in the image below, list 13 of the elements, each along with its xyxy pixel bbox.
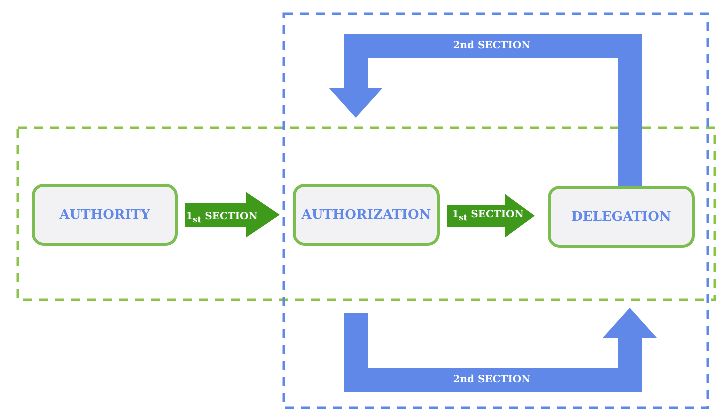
process-box (548, 186, 695, 248)
edge-label: 2nd SECTION (453, 40, 531, 52)
node-label: AUTHORITY (60, 208, 150, 222)
arrow (447, 194, 535, 238)
node-label: DELEGATION (572, 210, 672, 224)
edge-label: 2nd SECTION (453, 374, 531, 386)
node-label: AUTHORIZATION (302, 208, 432, 222)
edge-label: 1$_{st}$ SECTION (452, 210, 524, 222)
arrow (329, 34, 642, 186)
process-box (32, 184, 178, 246)
arrow (185, 192, 280, 238)
process-box (293, 184, 440, 246)
edge-label: 1$_{st}$ SECTION (186, 212, 258, 224)
